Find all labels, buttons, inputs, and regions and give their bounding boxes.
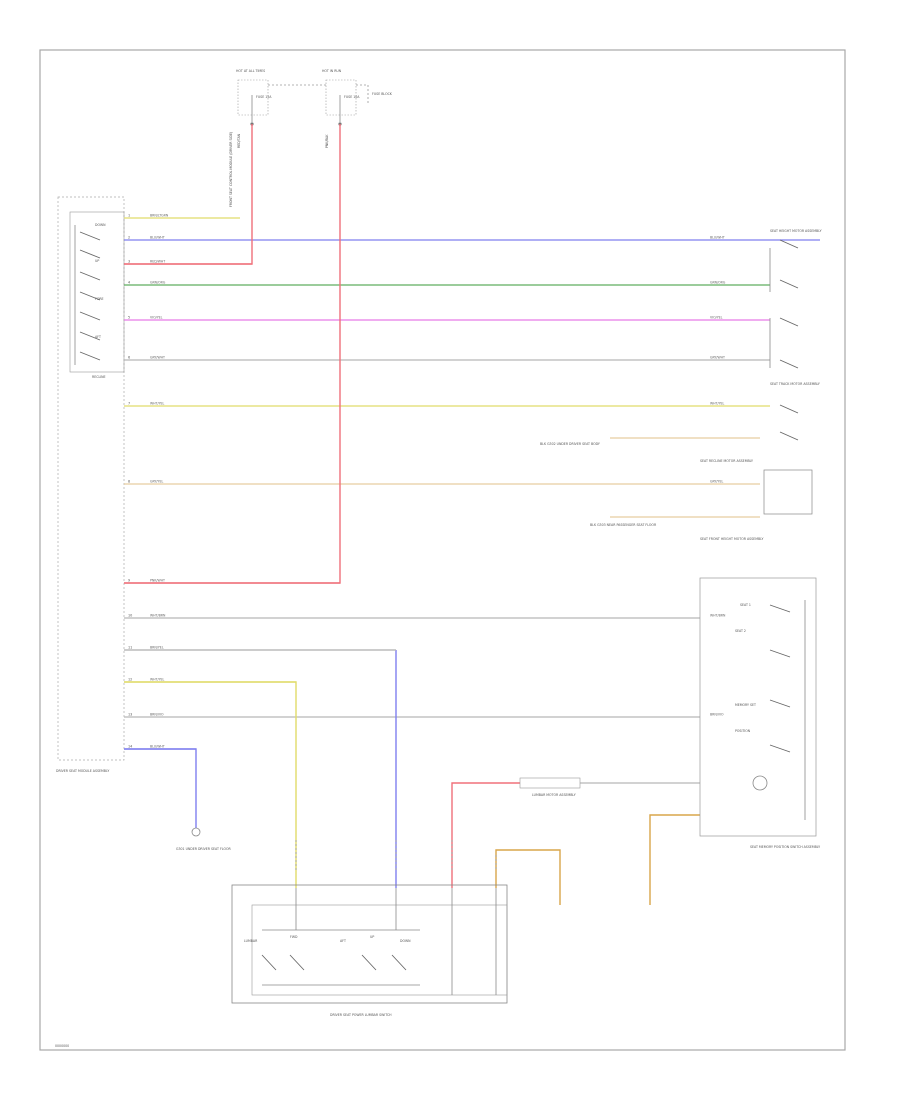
lumbar-switch-label-2: FWD	[290, 935, 298, 939]
wire-orange-ground-1	[495, 849, 561, 905]
memory-label-4: POSITION	[735, 729, 751, 733]
module-pin: 12	[128, 678, 132, 682]
memory-block-title: SEAT MEMORY POSITION SWITCH ASSEMBLY	[750, 845, 820, 849]
fuse-2-wire: PNK/BLK	[325, 134, 329, 148]
bus-wire-label-end: GRY/YEL	[710, 480, 723, 484]
motor-label-3: SEAT RECLINE MOTOR ASSEMBLY	[700, 459, 753, 463]
fuse-1-wire: RED/TAN	[237, 133, 241, 148]
lumbar-switch-label-3: AFT	[340, 939, 346, 943]
fuse-hot-in-run: HOT IN RUN FUSE 10A PNK/BLK FUSE BLOCK	[322, 69, 393, 148]
memory-label-1: SEAT 1	[740, 603, 751, 607]
fuse-block-note: FUSE BLOCK	[372, 92, 393, 96]
diagram-frame	[39, 49, 846, 1051]
lumbar-switch-label-5: DOWN	[400, 939, 411, 943]
bus-wire-label: BRN/YEL	[150, 646, 164, 650]
right-motor-contacts	[763, 239, 813, 515]
module-name: DRIVER SEAT MODULE ASSEMBLY	[56, 769, 109, 773]
fuse-2-sub: FUSE 10A	[344, 95, 360, 99]
wire-red-lumbar	[451, 782, 520, 888]
module-pin: 4	[128, 281, 130, 285]
module-pin: 9	[128, 579, 130, 583]
bus-wire-label-end: WHT/YEL	[710, 402, 725, 406]
motor-label-4: SEAT FRONT HEIGHT MOTOR ASSEMBLY	[700, 537, 763, 541]
bus-wire-label: RED/WHT	[150, 260, 165, 264]
switch-label-fore: FORE	[95, 297, 104, 301]
fuse-note: FRONT SEAT CONTROL MODULE (DRIVER SIDE)	[229, 132, 233, 207]
bus-wire-label: GRN/ORG	[150, 281, 166, 285]
memory-label-2: SEAT 2	[735, 629, 746, 633]
module-pin: 2	[128, 236, 130, 240]
module-pin: 8	[128, 480, 130, 484]
ground-g301-label: G301 UNDER DRIVER SEAT FLOOR	[176, 847, 231, 851]
lumbar-switch-label-1: LUMBAR	[244, 939, 258, 943]
bus-wire-label-end: BRN/VIO	[710, 713, 724, 717]
memory-label-3: MEMORY SET	[735, 703, 756, 707]
bus-wire-label-end: BLU/WHT	[710, 236, 725, 240]
module-pin: 13	[128, 713, 132, 717]
module-pin: 14	[128, 745, 132, 749]
switch-connectors	[295, 840, 497, 870]
motor-label-1: SEAT HEIGHT MOTOR ASSEMBLY	[770, 229, 822, 233]
lumbar-switch-label-4: UP	[370, 935, 374, 939]
wire-blue-ground	[124, 748, 197, 828]
ground-g301-icon: G301 UNDER DRIVER SEAT FLOOR	[176, 827, 231, 851]
lumbar-motor-label: LUMBAR MOTOR ASSEMBLY	[532, 793, 576, 797]
module-pin: 10	[128, 614, 132, 618]
lumbar-switch: DRIVER SEAT POWER LUMBAR SWITCH LUMBAR F…	[231, 884, 508, 1017]
module-pin: 6	[128, 356, 130, 360]
fuse-1-title: HOT AT ALL TIMES	[236, 69, 265, 73]
bus-wires: BRN/LTGRN BLU/WHT BLU/WHT RED/WHT GRN/ORG GRN…	[124, 214, 820, 750]
fuse-2-title: HOT IN RUN	[322, 69, 342, 73]
bus-wire-label: BRN/VIO	[150, 713, 164, 717]
bus-wire-label: BRN/LTGRN	[150, 214, 169, 218]
bus-wire-label: GRY/YEL	[150, 480, 163, 484]
wire-orange-ground-2	[649, 814, 700, 905]
lumbar-switch-title: DRIVER SEAT POWER LUMBAR SWITCH	[330, 1013, 392, 1017]
code-label: 0000000	[55, 1044, 69, 1048]
bus-wire-label: BLU/WHT	[150, 745, 165, 749]
module-pin: 3	[128, 260, 130, 264]
wire-yellow-ground	[124, 681, 297, 888]
bus-wire-label: WHT/BRN	[150, 614, 166, 618]
motor-label-2: SEAT TRACK MOTOR ASSEMBLY	[770, 382, 820, 386]
module-pin: 1	[128, 214, 130, 218]
module-pin: 7	[128, 402, 130, 406]
memory-switch-block: SEAT MEMORY POSITION SWITCH ASSEMBLY SEA…	[699, 577, 820, 849]
bus-wire-label: BLU/WHT	[150, 236, 165, 240]
module-pin: 11	[128, 646, 132, 650]
bus-wire-label: WHT/YEL	[150, 402, 165, 406]
module-pin: 5	[128, 316, 130, 320]
ground-g303-label: BLK G303 NEAR PASSENGER SEAT FLOOR	[590, 523, 657, 527]
right-motor-labels: SEAT HEIGHT MOTOR ASSEMBLY SEAT TRACK MO…	[700, 229, 822, 541]
lumbar-motor: LUMBAR MOTOR ASSEMBLY	[519, 777, 581, 797]
fuse-1-sub: FUSE 15A	[256, 95, 272, 99]
switch-label-recline: RECLINE	[92, 375, 106, 379]
bus-wire-label-end: GRN/ORG	[710, 281, 726, 285]
switch-label-up: UP	[95, 259, 99, 263]
switch-label-down: DOWN	[95, 223, 106, 227]
bus-wire-label: GRY/WHT	[150, 356, 165, 360]
bus-wire-label-end: GRY/WHT	[710, 356, 725, 360]
wire-red-feed-2	[124, 124, 341, 584]
module-switch-contacts	[74, 225, 101, 365]
driver-seat-module: DRIVER SEAT MODULE ASSEMBLY	[56, 196, 125, 773]
bus-wire-label: PNK/WHT	[150, 579, 165, 583]
bus-wire-label: WHT/YEL	[150, 678, 165, 682]
bus-wire-label: VIO/YEL	[150, 316, 163, 320]
wire-red-feed-1	[124, 124, 253, 265]
module-switch-labels: DOWN UP FORE AFT RECLINE	[92, 223, 106, 379]
bus-wire-label-end: VIO/YEL	[710, 316, 723, 320]
ground-g302-label: BLK G302 UNDER DRIVER SEAT BODY	[540, 442, 600, 446]
switch-label-aft: AFT	[95, 335, 101, 339]
bus-wire-label-end: WHT/BRN	[710, 614, 726, 618]
fuse-hot-at-all-times: HOT AT ALL TIMES FUSE 15A RED/TAN	[236, 69, 272, 148]
